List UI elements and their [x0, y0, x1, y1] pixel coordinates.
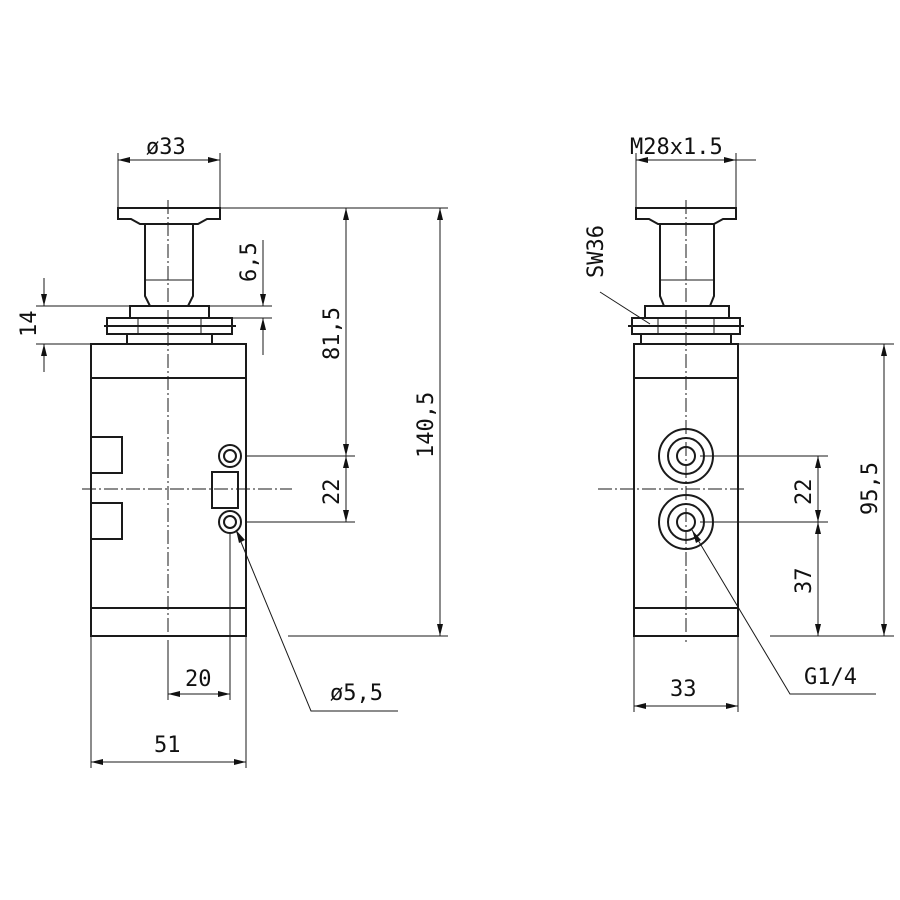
side-view [598, 200, 744, 642]
side-plunger-stem [659, 224, 715, 307]
dim-wrench-size: SW36 [584, 225, 609, 278]
front-mount-hole-upper [218, 444, 242, 468]
dim-total-height: 140,5 [414, 392, 439, 458]
dim-port-from-bottom: 37 [792, 568, 817, 595]
dim-port-offset: 20 [185, 667, 212, 692]
dim-thread: M28x1.5 [630, 135, 723, 160]
dim-mount-hole: ø5,5 [330, 681, 383, 706]
dim-knob-diameter: ø33 [146, 135, 186, 160]
front-center-port [211, 471, 239, 509]
front-dimensions: ø33 6,5 14 81,5 22 1 [17, 135, 448, 768]
front-plunger-stem [144, 224, 194, 307]
side-hex-nut [631, 317, 741, 335]
dim-side-port-spacing: 22 [792, 479, 817, 506]
dim-front-port-spacing: 22 [320, 479, 345, 506]
dim-nut-height: 14 [17, 311, 42, 338]
dim-height-to-port: 81,5 [320, 307, 345, 360]
side-dimensions: M28x1.5 SW36 22 37 95,5 33 G1/4 [584, 135, 894, 712]
dim-body-depth: 33 [670, 677, 697, 702]
front-view [82, 200, 292, 642]
dim-body-height: 95,5 [858, 462, 883, 515]
front-left-port-upper [90, 436, 123, 474]
dim-port-thread: G1/4 [804, 665, 857, 690]
dim-stroke: 6,5 [237, 242, 262, 282]
dim-body-width: 51 [154, 733, 181, 758]
front-knob-cap [117, 207, 221, 225]
front-left-port-lower [90, 502, 123, 540]
front-mount-hole-lower [218, 510, 242, 534]
